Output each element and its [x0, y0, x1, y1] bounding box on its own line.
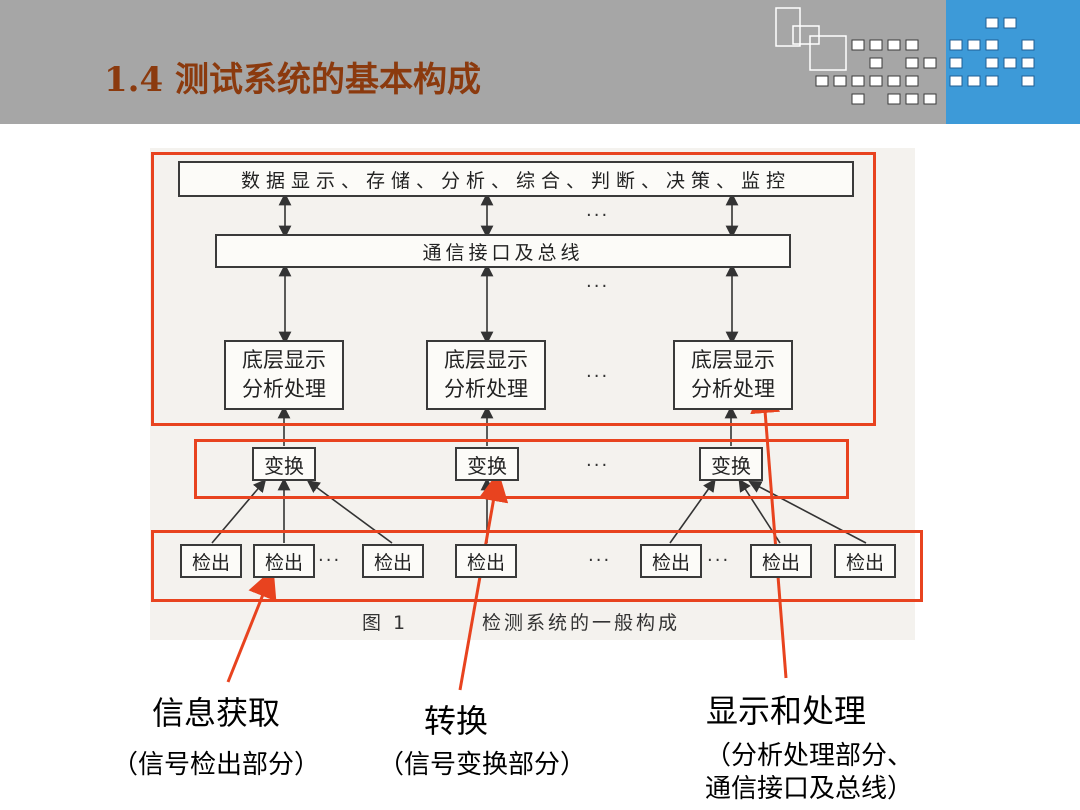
figure-caption-prefix: 图 1: [362, 612, 409, 634]
ellipsis-top: ···: [586, 205, 610, 226]
conversion-sublabel: （信号变换部分）: [378, 750, 587, 780]
detection-box-6: 检出: [750, 544, 812, 578]
ellipsis-conversion: ···: [586, 455, 610, 476]
detection-box-7: 检出: [834, 544, 896, 578]
conversion-box-2: 变换: [455, 447, 519, 481]
processing-line2: 分析处理: [444, 377, 528, 401]
processing-line1: 底层显示: [691, 348, 775, 372]
detection-box-1: 检出: [180, 544, 242, 578]
decorative-squares: [775, 7, 1035, 105]
processing-line1: 底层显示: [242, 348, 326, 372]
top-function-bar: 数据显示、存储、分析、综合、判断、决策、监控: [178, 161, 854, 197]
processing-box-3: 底层显示 分析处理: [673, 340, 793, 410]
ellipsis-detection-2: ···: [588, 550, 612, 571]
processing-line2: 分析处理: [691, 377, 775, 401]
display-processing-label: 显示和处理: [706, 692, 867, 730]
processing-box-1: 底层显示 分析处理: [224, 340, 344, 410]
display-processing-sublabel-2: 通信接口及总线）: [705, 774, 914, 804]
detection-highlight-frame: [151, 530, 923, 602]
display-processing-sublabel-1: （分析处理部分、: [705, 741, 914, 771]
ellipsis-processing: ···: [586, 366, 610, 387]
conversion-box-1: 变换: [252, 447, 316, 481]
ellipsis-bus: ···: [586, 276, 610, 297]
conversion-label: 转换: [424, 702, 489, 740]
processing-box-2: 底层显示 分析处理: [426, 340, 546, 410]
conversion-box-3: 变换: [699, 447, 763, 481]
processing-line1: 底层显示: [444, 348, 528, 372]
processing-highlight-frame: [151, 152, 876, 426]
bus-interface-bar: 通信接口及总线: [215, 234, 791, 268]
ellipsis-detection-1: ···: [318, 550, 342, 571]
detection-box-4: 检出: [455, 544, 517, 578]
acquisition-sublabel: （信号检出部分）: [112, 750, 321, 780]
conversion-highlight-frame: [194, 439, 849, 499]
figure-caption-text: 检测系统的一般构成: [482, 612, 681, 634]
slide-title: 1.4 测试系统的基本构成: [104, 60, 481, 100]
ellipsis-detection-3: ···: [707, 550, 731, 571]
acquisition-label: 信息获取: [152, 694, 281, 732]
processing-line2: 分析处理: [242, 377, 326, 401]
detection-box-3: 检出: [362, 544, 424, 578]
detection-box-2: 检出: [253, 544, 315, 578]
detection-box-5: 检出: [640, 544, 702, 578]
